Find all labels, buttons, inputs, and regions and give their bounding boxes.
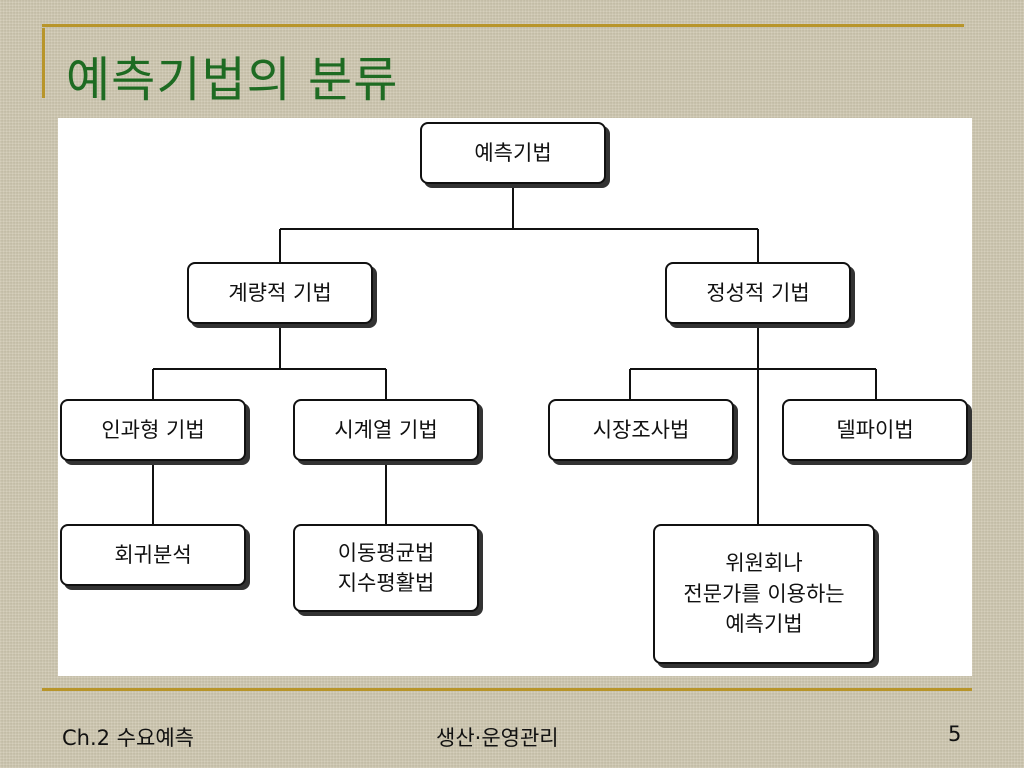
node-qualitative-methods: 정성적 기법 <box>665 262 851 324</box>
node-forecasting-methods: 예측기법 <box>420 122 606 184</box>
footer-page-number: 5 <box>948 722 962 746</box>
footer-chapter: Ch.2 수요예측 <box>62 726 194 750</box>
node-delphi-method: 델파이법 <box>782 399 968 461</box>
connector-lines <box>152 184 877 524</box>
bottom-divider <box>42 688 972 691</box>
node-quantitative-methods: 계량적 기법 <box>187 262 373 324</box>
node-causal-methods: 인과형 기법 <box>60 399 246 461</box>
footer-course: 생산·운영관리 <box>436 726 559 750</box>
node-committee-expert-methods: 위원회나 전문가를 이용하는 예측기법 <box>653 524 875 664</box>
top-divider <box>42 24 964 27</box>
title-accent-bar <box>42 28 45 98</box>
node-moving-average-smoothing: 이동평균법 지수평활법 <box>293 524 479 612</box>
node-regression-analysis: 회귀분석 <box>60 524 246 586</box>
node-market-research: 시장조사법 <box>548 399 734 461</box>
slide-title: 예측기법의 분류 <box>66 52 399 108</box>
node-time-series-methods: 시계열 기법 <box>293 399 479 461</box>
classification-diagram: 예측기법 계량적 기법 정성적 기법 인과형 기법 시계열 기법 시장조사법 델… <box>58 118 972 676</box>
